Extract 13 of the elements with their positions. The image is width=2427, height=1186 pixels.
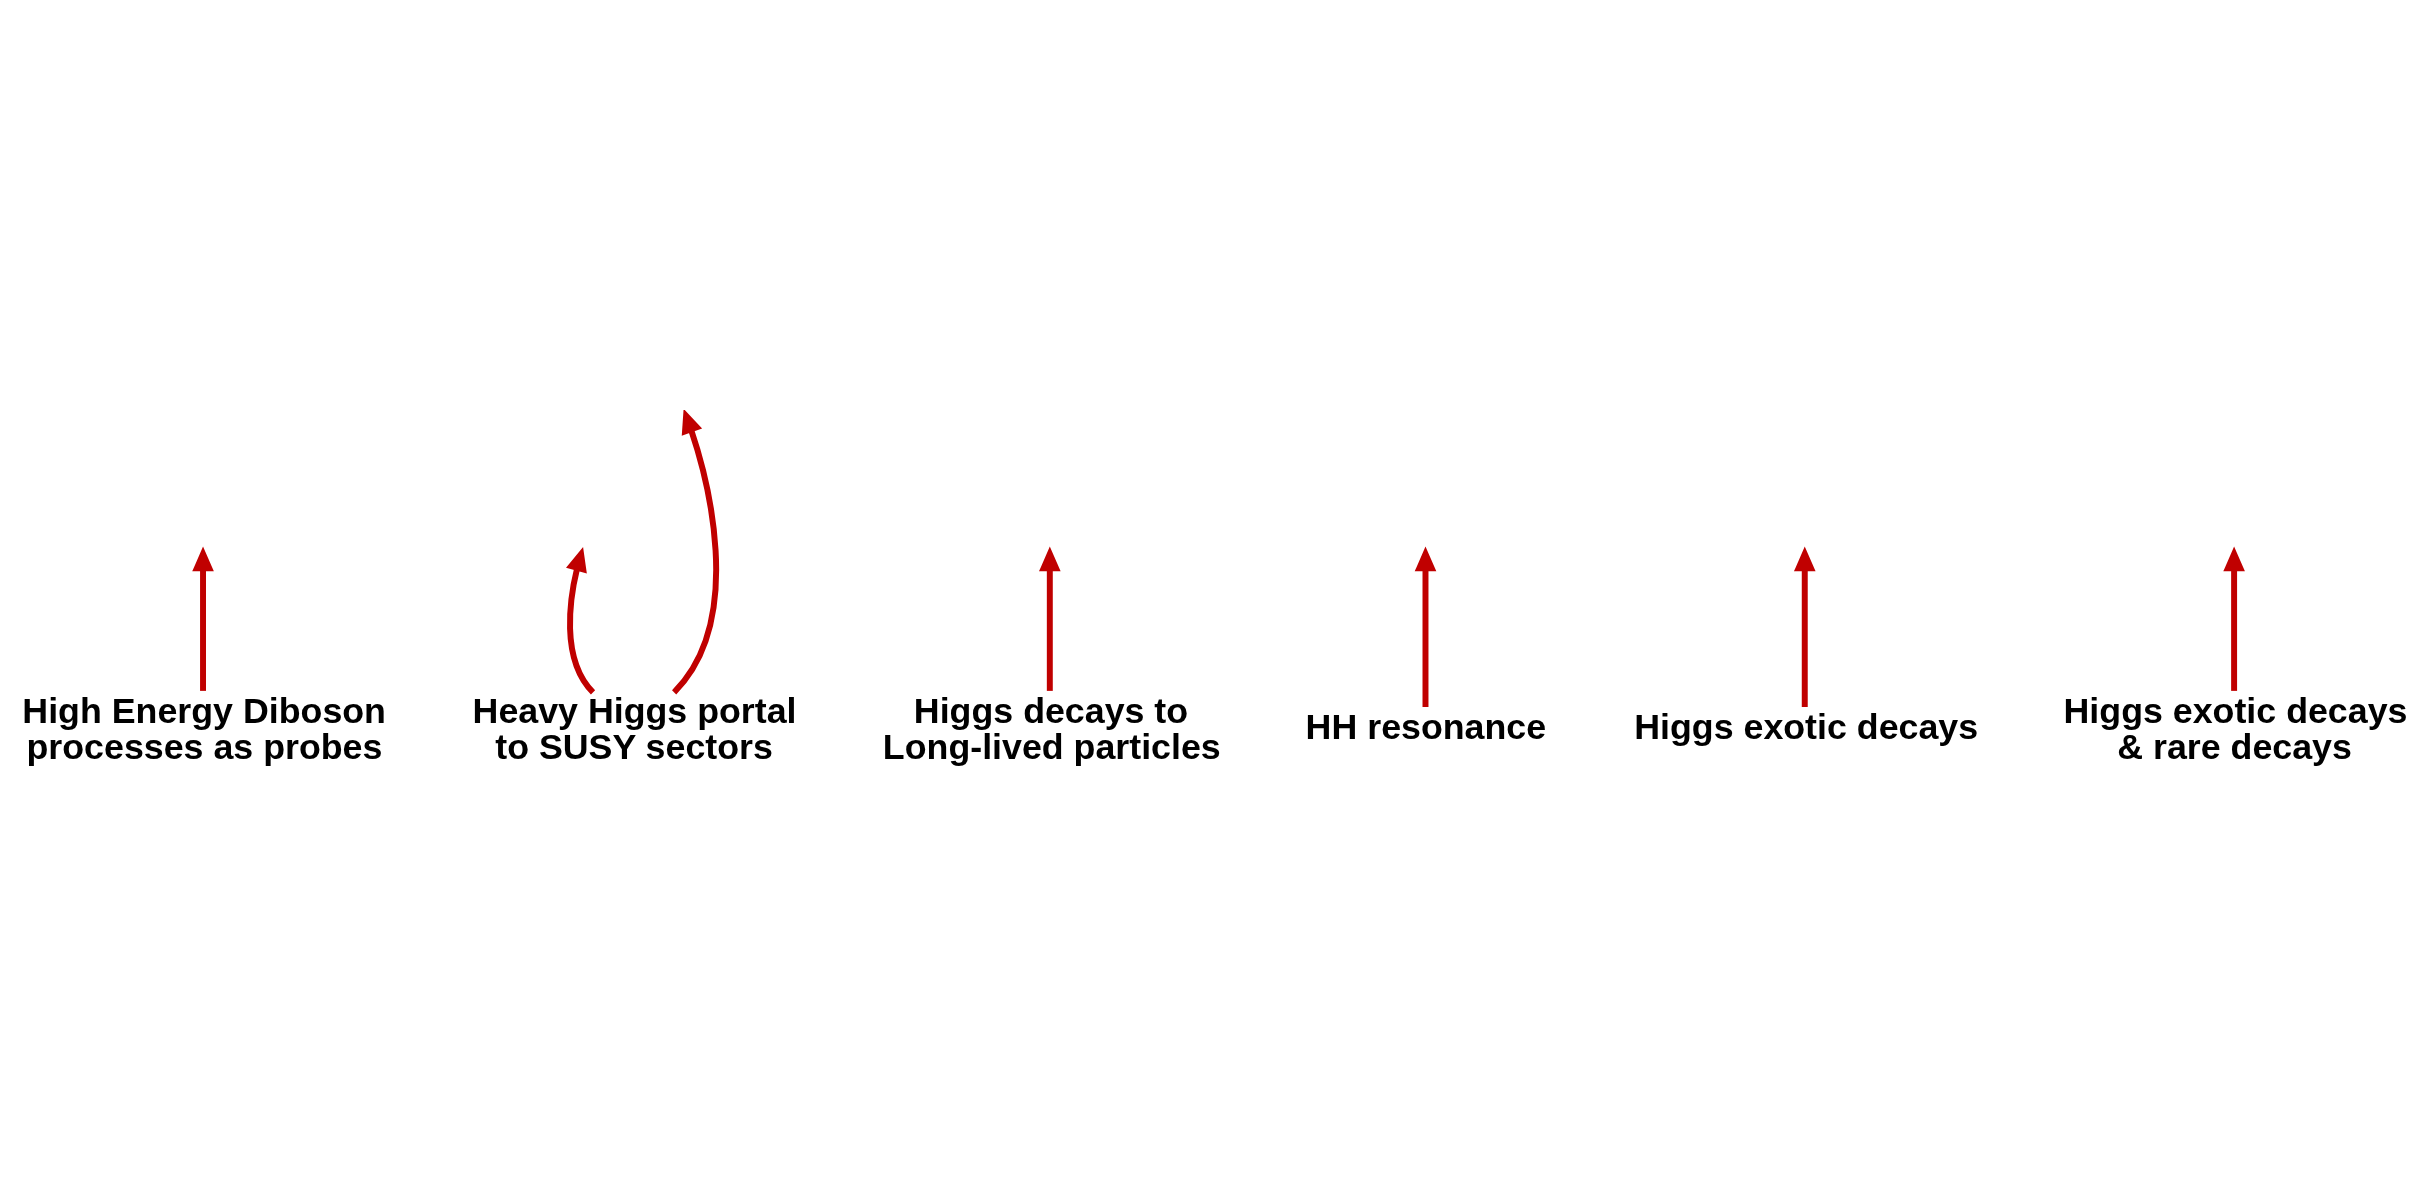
arrow (1793, 546, 1816, 707)
node-text: High Energy Diboson processes as probes (22, 690, 386, 767)
arrow (192, 546, 214, 691)
arrow (2223, 546, 2245, 691)
node-text: HH resonance (1305, 706, 1547, 747)
arrow (1414, 546, 1437, 707)
node-text: Higgs exotic decays (1634, 706, 1979, 747)
node-text: Higgs exotic decays & rare decays (2063, 690, 2408, 767)
node-text: Higgs decays to Long-lived particles (882, 690, 1221, 767)
arrow (671, 409, 720, 694)
arrow (566, 546, 596, 694)
arrow (1039, 546, 1061, 691)
node-text: Heavy Higgs portal to SUSY sectors (472, 690, 797, 767)
